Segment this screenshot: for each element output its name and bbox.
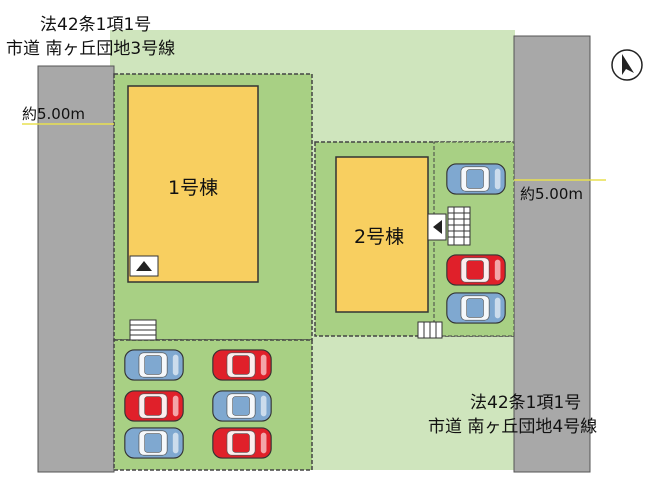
car-red-icon: [124, 390, 184, 422]
road-top-label-1: 法42条1項1号: [40, 15, 151, 35]
entrance-triangle-icon: [129, 255, 159, 277]
road-width-right-label: 約5.00m: [520, 185, 583, 203]
road-left: [37, 65, 115, 473]
car-red-icon: [212, 427, 272, 459]
car-blue-icon: [124, 427, 184, 459]
road-bottom-label-2: 市道 南ヶ丘団地4号線: [428, 417, 597, 437]
building-2-label: 2号棟: [354, 226, 404, 248]
car-blue-icon: [212, 390, 272, 422]
road-right: [513, 35, 591, 473]
car-red-icon: [446, 254, 506, 286]
road-width-left-label: 約5.00m: [22, 105, 85, 123]
car-blue-icon: [446, 163, 506, 195]
road-top-label-2: 市道 南ヶ丘団地3号線: [6, 39, 175, 59]
building-2: [335, 156, 429, 313]
stairs-icon: [417, 321, 443, 339]
building-1-label: 1号棟: [168, 177, 218, 199]
north-arrow-icon: [611, 49, 643, 81]
stairs-icon: [447, 206, 471, 246]
car-red-icon: [212, 349, 272, 381]
road-bottom-label-1: 法42条1項1号: [470, 393, 581, 413]
building-1: [127, 85, 259, 283]
car-blue-icon: [446, 292, 506, 324]
entrance-triangle-icon: [427, 213, 447, 241]
car-blue-icon: [124, 349, 184, 381]
stairs-icon: [129, 319, 157, 341]
